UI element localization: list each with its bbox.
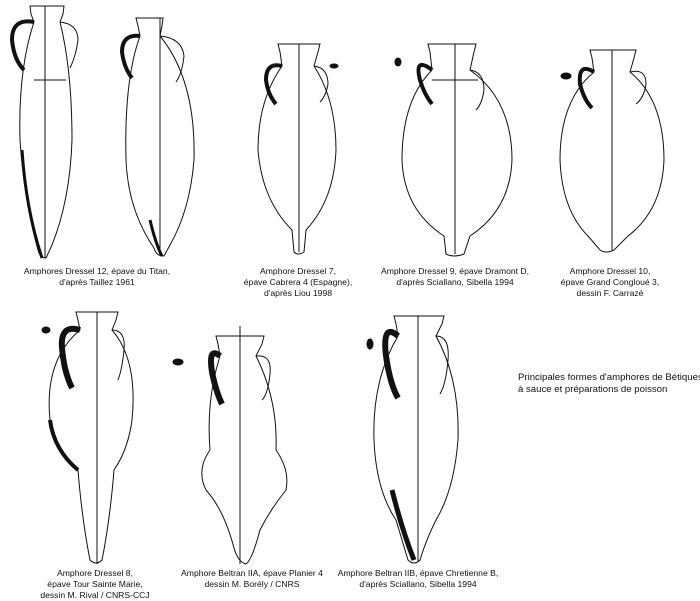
caption-line: d'après Liou 1998 bbox=[263, 288, 333, 298]
caption-line: épave Grand Congloué 3, bbox=[560, 277, 660, 287]
caption-line: dessin M. Borély / CNRS bbox=[204, 579, 300, 589]
amphora-drawing-beltran-iia bbox=[172, 326, 288, 565]
caption-line: Amphore Dressel 8, bbox=[57, 568, 133, 578]
caption-dressel-9: Amphore Dressel 9, épave Dramont D, d'ap… bbox=[381, 266, 529, 288]
amphora-drawing-dressel-10 bbox=[559, 49, 665, 253]
caption-line: dessin F. Carrazé bbox=[576, 288, 644, 298]
caption-line: d'après Sciallano, Sibella 1994 bbox=[359, 579, 477, 589]
caption-beltran-iib: Amphore Beltran IIB, épave Chretienne B,… bbox=[338, 568, 499, 590]
caption-dressel-12: Amphores Dressel 12, épave du Titan, d'a… bbox=[24, 266, 170, 288]
caption-line: d'après Taillez 1961 bbox=[59, 277, 135, 287]
caption-dressel-7: Amphore Dressel 7, épave Cabrera 4 (Espa… bbox=[244, 266, 352, 299]
amphora-drawing-beltran-iib bbox=[366, 315, 459, 564]
caption-dressel-10: Amphore Dressel 10, épave Grand Congloué… bbox=[561, 266, 659, 299]
caption-line: d'après Sciallano, Sibella 1994 bbox=[396, 277, 514, 287]
amphora-drawing-dressel-12-b bbox=[119, 17, 195, 257]
caption-line: Amphore Beltran IIA, épave Planier 4 bbox=[181, 568, 323, 578]
description-line: à sauce et préparations de poisson bbox=[518, 384, 668, 395]
caption-line: Amphore Dressel 7, bbox=[260, 266, 336, 276]
amphora-drawing-dressel-9 bbox=[394, 43, 513, 257]
caption-line: dessin M. Rival / CNRS-CCJ bbox=[40, 590, 150, 600]
caption-line: Amphore Dressel 10, bbox=[569, 266, 651, 276]
caption-beltran-iia: Amphore Beltran IIA, épave Planier 4 des… bbox=[181, 568, 323, 590]
caption-line: Amphore Beltran IIB, épave Chretienne B, bbox=[337, 568, 499, 578]
caption-line: Amphores Dressel 12, épave du Titan, bbox=[23, 266, 171, 276]
caption-line: épave Cabrera 4 (Espagne), bbox=[243, 277, 353, 287]
amphora-drawing-dressel-7 bbox=[257, 43, 339, 255]
amphora-drawing-dressel-12 bbox=[9, 5, 79, 259]
caption-line: épave Tour Sainte Marie, bbox=[47, 579, 143, 589]
figure-description: Principales formes d'amphores de Bétique… bbox=[518, 372, 700, 396]
amphora-drawing-dressel-8 bbox=[41, 311, 134, 564]
description-line: Principales formes d'amphores de Bétique… bbox=[518, 372, 700, 383]
caption-line: Amphore Dressel 9, épave Dramont D, bbox=[380, 266, 530, 276]
caption-dressel-8: Amphore Dressel 8, épave Tour Sainte Mar… bbox=[40, 568, 149, 601]
